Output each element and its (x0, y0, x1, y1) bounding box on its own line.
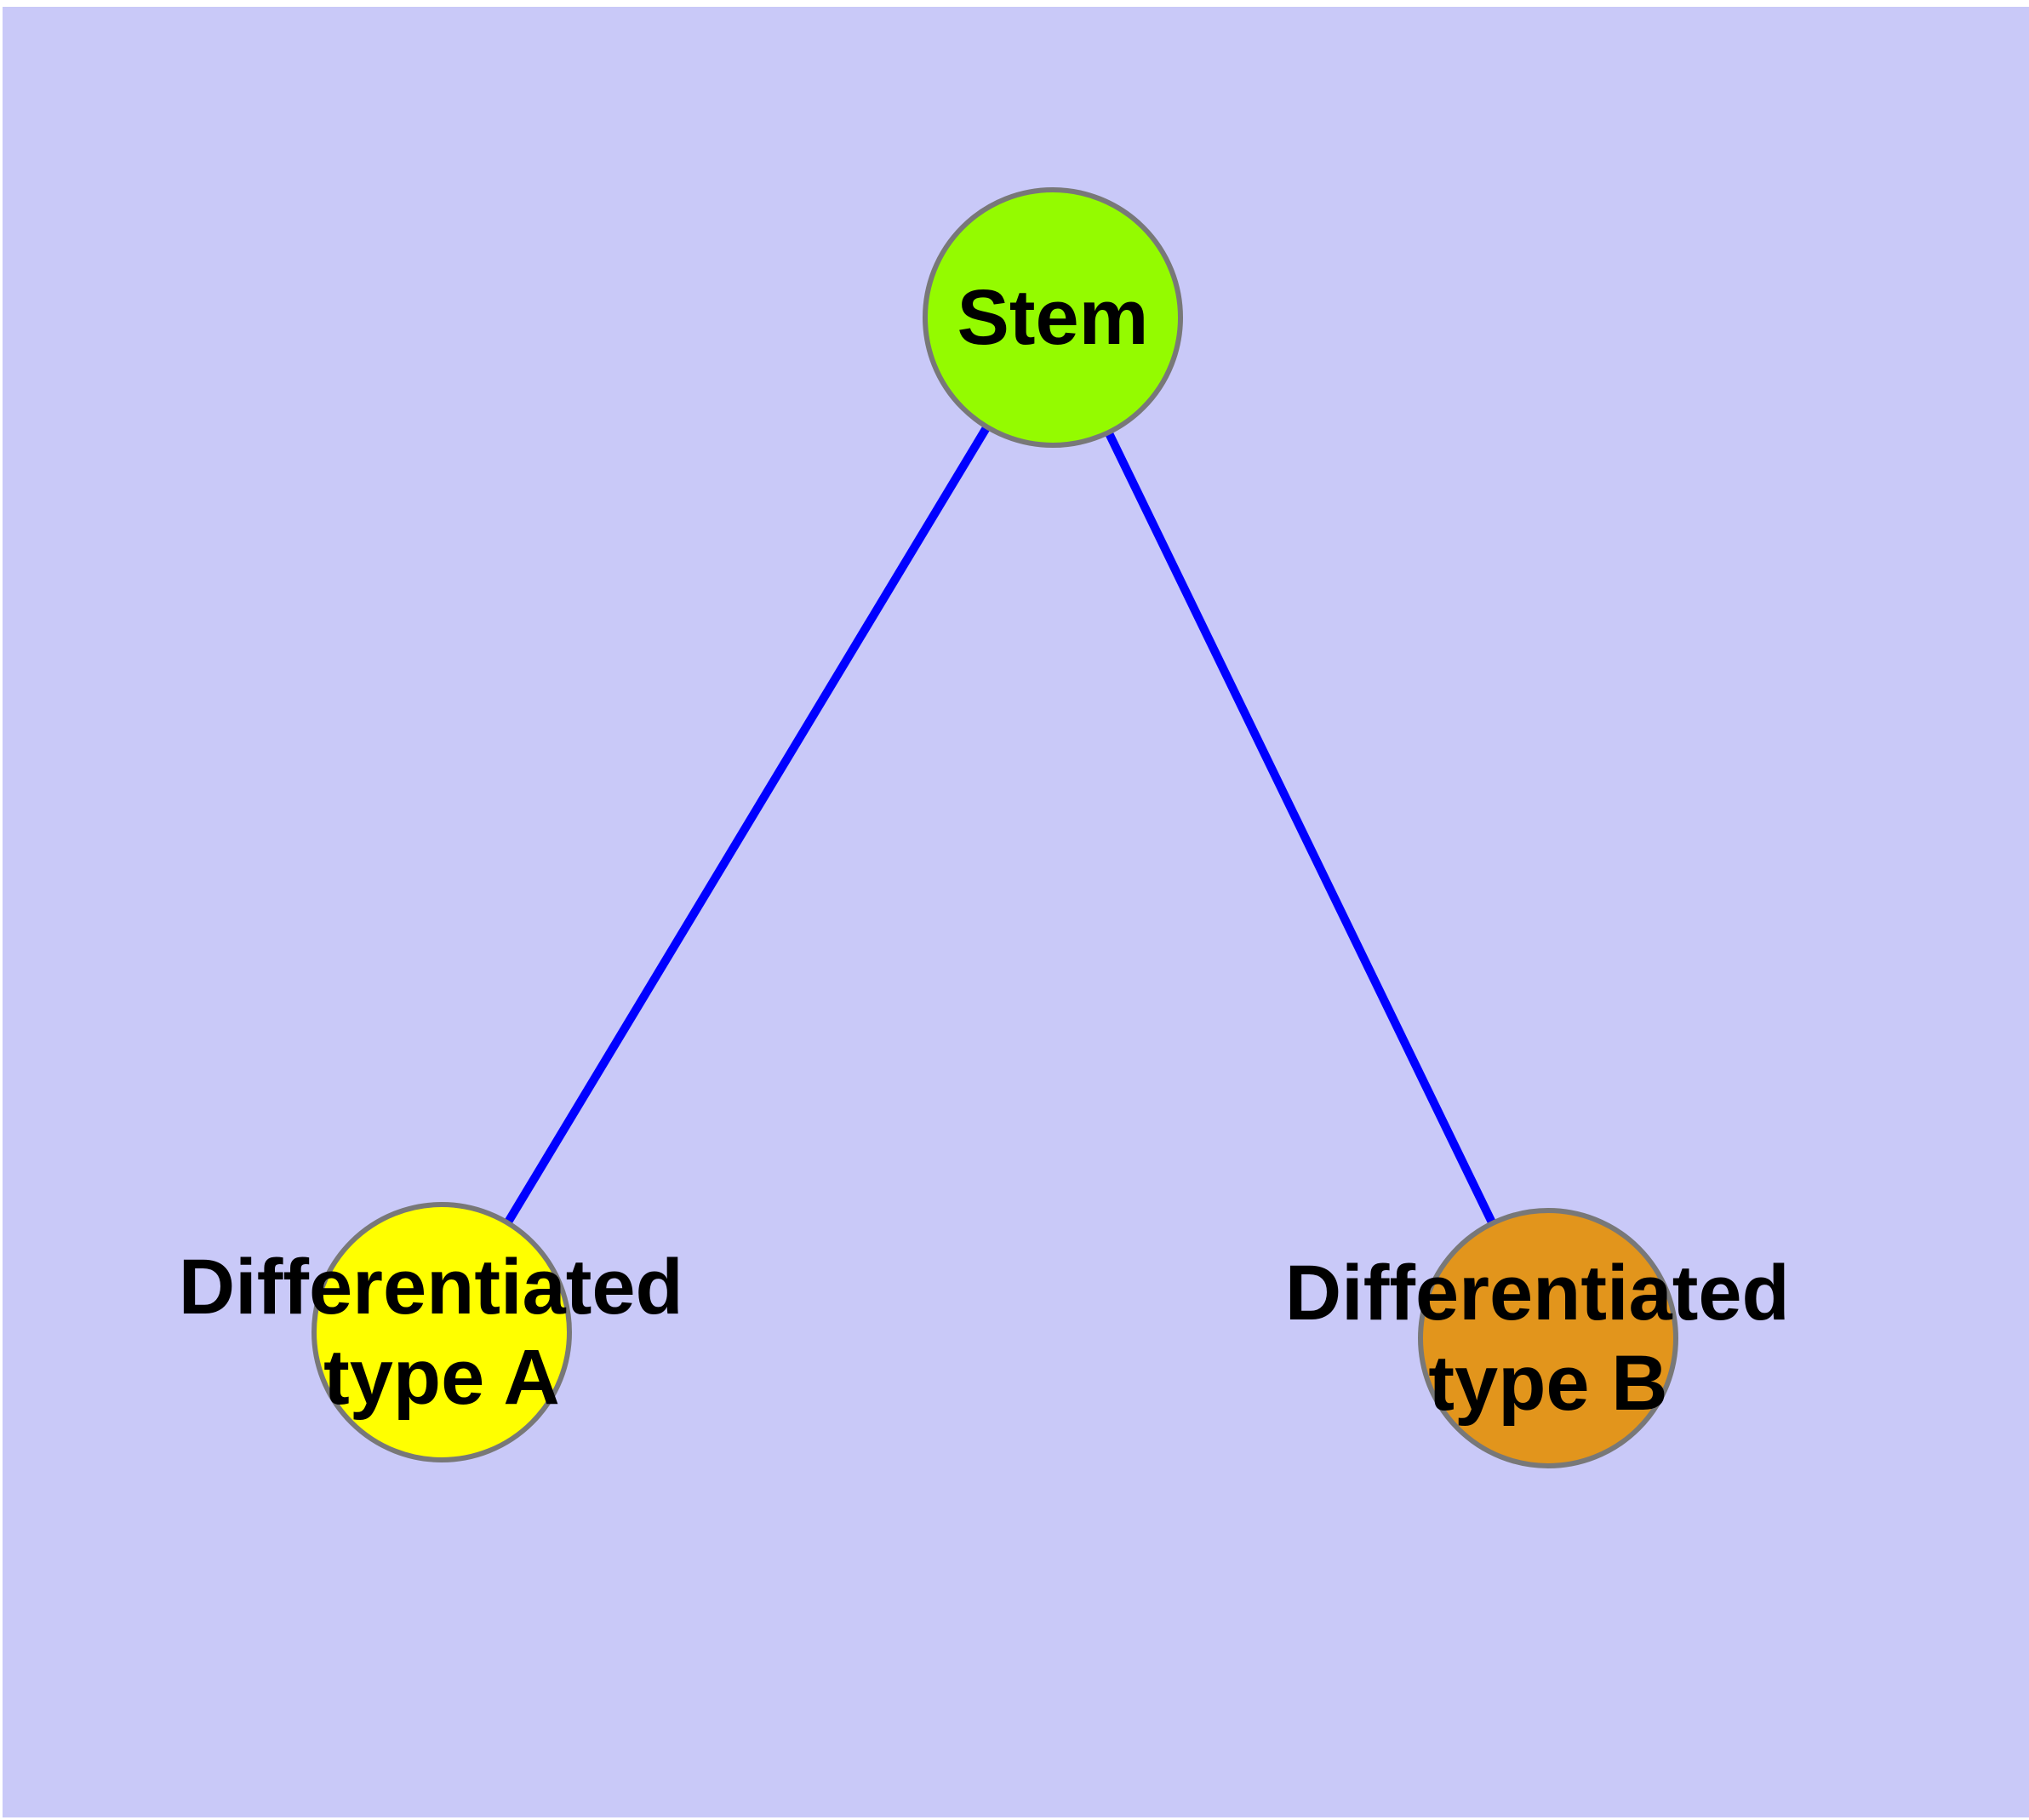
node-type-a-label: Differentiated type A (179, 1244, 706, 1421)
node-stem (923, 187, 1183, 448)
node-type-a (311, 1202, 572, 1462)
edge-stem-to-type-a (437, 315, 1057, 1335)
node-type-a-label-line-2: type A (323, 1334, 560, 1421)
node-type-b-label-line-1: Differentiated (1285, 1250, 1790, 1336)
node-type-a-label-line-1: Differentiated (179, 1244, 683, 1331)
node-type-b-label: Differentiated type B (1285, 1250, 1812, 1427)
node-type-b (1418, 1208, 1678, 1468)
edge-stem-to-type-b (1049, 315, 1552, 1341)
node-type-b-label-line-2: type B (1428, 1340, 1667, 1427)
node-stem-label: Stem (957, 274, 1149, 361)
